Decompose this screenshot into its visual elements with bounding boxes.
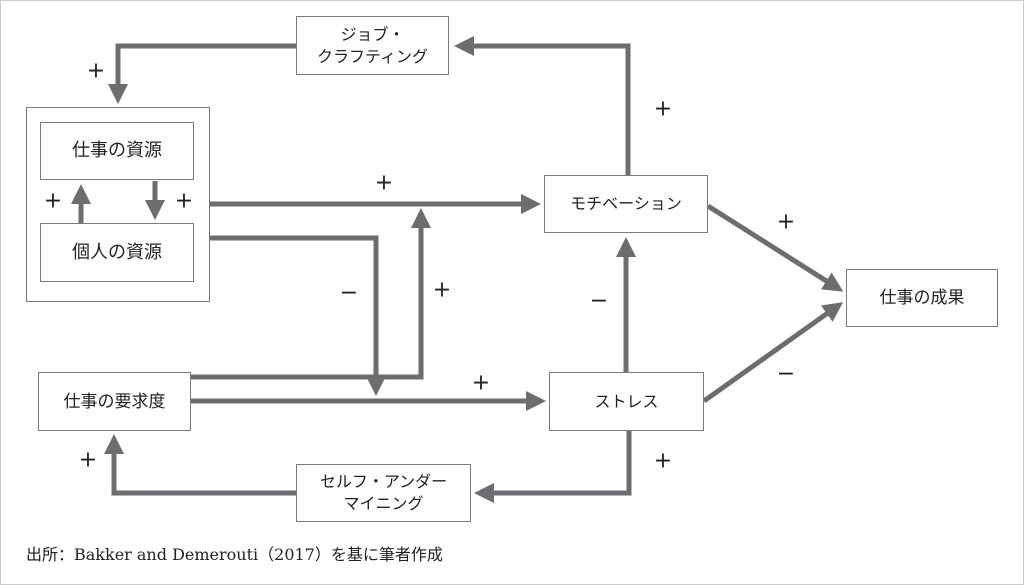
arrow-motivation-to-performance (706, 203, 844, 292)
node-label: 個人の資源 (72, 241, 162, 263)
sign-demands-to-motivation: + (432, 277, 452, 303)
arrow-motivation-to-crafting (454, 36, 631, 175)
sign-personal-to-job-resources: + (43, 188, 63, 214)
node-label: モチベーション (570, 194, 682, 213)
sign-demands-to-stress: + (471, 370, 491, 396)
sign-stress-to-undermining: + (653, 448, 673, 474)
node-self-undermining: セルフ・アンダー マイニング (296, 464, 471, 522)
source-caption: 出所：Bakker and Demerouti（2017）を基に筆者作成 (26, 545, 443, 564)
sign-stress-to-motivation: − (589, 288, 609, 314)
sign-stress-to-performance: − (776, 361, 796, 387)
node-stress: ストレス (549, 372, 704, 431)
arrow-stress-to-undermining (474, 431, 632, 503)
node-motivation: モチベーション (544, 175, 708, 233)
node-label: ストレス (594, 391, 659, 411)
sign-resources-to-motivation: + (374, 170, 394, 196)
sign-undermining-to-demands: + (78, 447, 98, 473)
node-job-resources: 仕事の資源 (40, 122, 194, 180)
sign-resources-to-demand-stress: − (339, 280, 359, 306)
node-job-crafting: ジョブ・ クラフティング (296, 16, 449, 75)
node-label: 仕事の資源 (72, 140, 162, 161)
node-label: 仕事の要求度 (63, 391, 166, 412)
node-label: クラフティング (316, 46, 429, 66)
arrow-undermining-to-demands (104, 434, 296, 496)
sign-crafting-to-resources: + (86, 58, 106, 84)
node-label: ジョブ・ (340, 24, 405, 44)
arrow-stress-to-performance (702, 302, 844, 404)
arrow-crafting-to-resources (108, 43, 296, 104)
arrow-resources-to-demand-stress (210, 235, 386, 396)
node-job-demands: 仕事の要求度 (38, 372, 191, 431)
node-job-performance: 仕事の成果 (846, 269, 998, 327)
node-personal-resources: 個人の資源 (40, 223, 194, 282)
resources-group (26, 107, 210, 302)
arrow-demands-to-motivation (191, 208, 431, 380)
sign-job-to-personal-resources: + (174, 188, 194, 214)
node-label: マイニング (343, 494, 424, 513)
sign-motivation-to-crafting: + (653, 96, 673, 122)
node-label: セルフ・アンダー (319, 472, 448, 491)
node-label: 仕事の成果 (879, 288, 965, 308)
sign-motivation-to-performance: + (776, 209, 796, 235)
